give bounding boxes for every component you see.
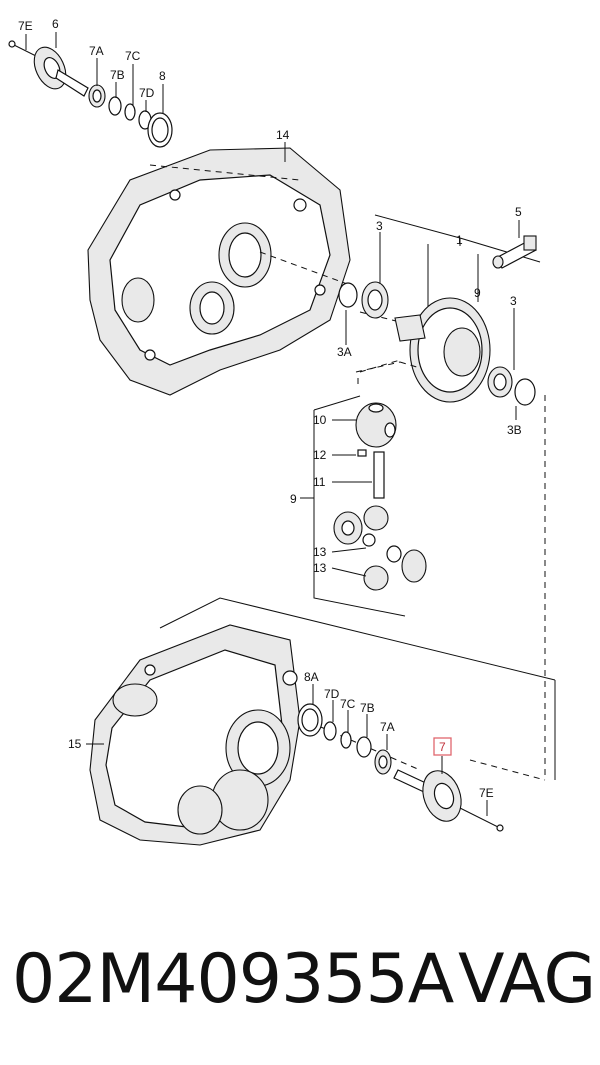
bottom-flange-assembly (297, 684, 504, 832)
label-7B-top: 7B (110, 68, 125, 82)
exploded-parts-diagram: 7E 6 7A 7C 7B 8 7D 14 5 3 1 9 3 3A 3B 10… (8, 17, 556, 846)
label-7C-top: 7C (125, 49, 141, 63)
label-3-right: 3 (510, 294, 517, 308)
highlight-box-7 (433, 737, 452, 756)
label-14: 14 (276, 128, 290, 142)
brand-name: VAG (458, 940, 596, 1019)
label-15: 15 (68, 737, 82, 751)
label-3B: 3B (507, 423, 522, 437)
label-7C-bot: 7C (340, 697, 356, 711)
label-13-b: 13 (313, 561, 327, 575)
label-7-highlighted: 7 (439, 740, 446, 754)
label-8: 8 (159, 69, 166, 83)
label-10: 10 (313, 413, 327, 427)
label-7B-bot: 7B (360, 701, 375, 715)
label-6: 6 (52, 17, 59, 31)
top-flange-assembly (8, 32, 173, 148)
label-9-mid: 9 (290, 492, 297, 506)
footer: 02M409355A VAG (0, 940, 600, 1030)
label-3-left: 3 (376, 219, 383, 233)
label-8A: 8A (304, 670, 319, 684)
differential-internals (300, 361, 427, 617)
label-7A-top: 7A (89, 44, 104, 58)
callout-labels: 7E 6 7A 7C 7B 8 7D 14 5 3 1 9 3 3A 3B 10… (18, 17, 522, 800)
label-7E-bot: 7E (479, 786, 494, 800)
axis-line-right (357, 359, 546, 781)
label-12: 12 (313, 448, 327, 462)
label-3A: 3A (337, 345, 352, 359)
label-13-a: 13 (313, 545, 327, 559)
housing-14 (87, 142, 351, 396)
part-number: 02M409355A (12, 940, 454, 1019)
label-7D-bot: 7D (324, 687, 340, 701)
housing-15 (86, 624, 301, 846)
differential-assembly (338, 214, 541, 420)
label-7A-bot: 7A (380, 720, 395, 734)
label-7E-top: 7E (18, 19, 33, 33)
label-5: 5 (515, 205, 522, 219)
label-1: 1 (456, 233, 463, 247)
axis-line-top (149, 164, 401, 323)
label-7D-top: 7D (139, 86, 155, 100)
label-11: 11 (313, 475, 326, 489)
label-9-top: 9 (474, 286, 481, 300)
